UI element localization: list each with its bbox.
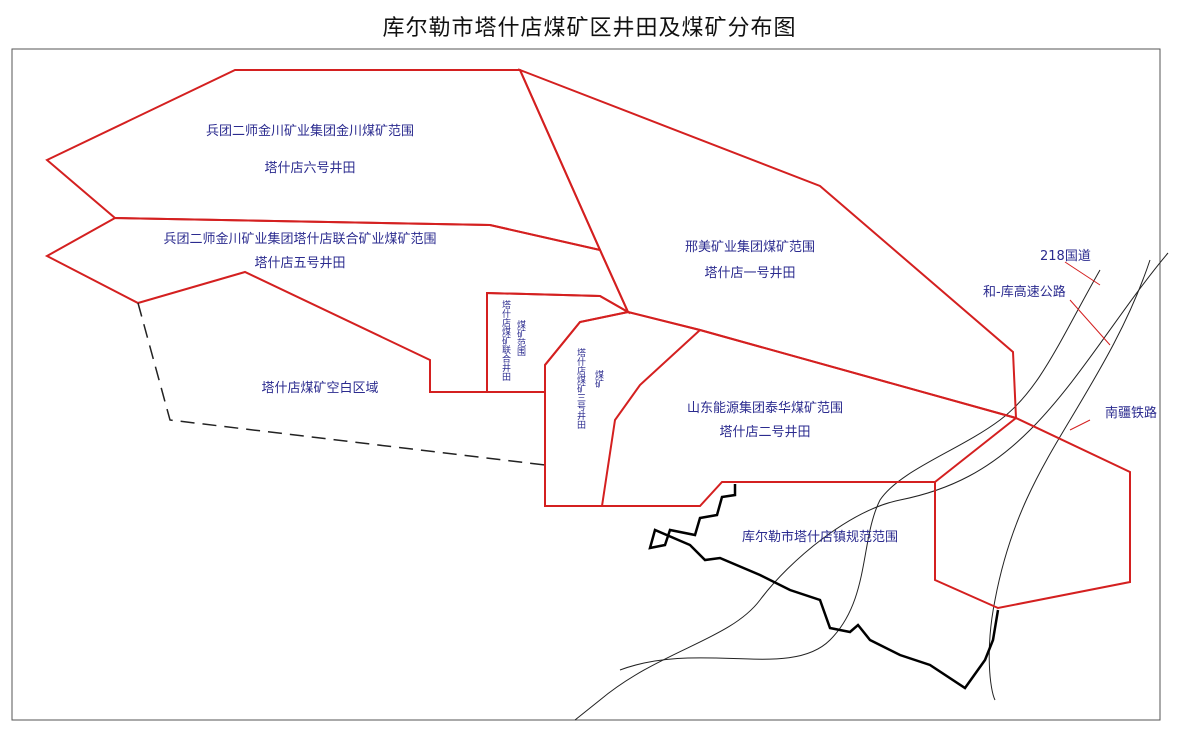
label-xingmei-owner: 邢美矿业集团煤矿范围 — [685, 239, 815, 255]
label-expressway: 和-库高速公路 — [983, 284, 1066, 300]
railway-line — [619, 269, 1101, 671]
label-small-zone-a: 塔什店煤矿联合井田 — [500, 299, 511, 382]
blank-area-boundary — [137, 302, 546, 466]
zone-mine2-boundary — [544, 310, 1131, 610]
label-small-zone-c: 塔什店煤矿三号井田 — [575, 347, 586, 430]
label-mine2: 塔什店二号井田 — [719, 425, 810, 440]
label-small-zone-d: 煤矿 — [593, 369, 604, 389]
label-railway: 南疆铁路 — [1105, 405, 1157, 421]
label-blank-area: 塔什店煤矿空白区域 — [261, 380, 378, 396]
road-218-line — [574, 252, 1169, 721]
label-lianhe-owner: 兵团二师金川矿业集团塔什店联合矿业煤矿范围 — [163, 231, 436, 247]
railway-leader — [1069, 419, 1091, 431]
map-title: 库尔勒市塔什店煤矿区井田及煤矿分布图 — [382, 16, 797, 41]
label-mine5: 塔什店五号井田 — [254, 256, 345, 271]
label-small-zone-b: 煤矿范围 — [515, 319, 526, 357]
mining-boundaries — [44, 68, 1131, 610]
zone-mine2-inner — [601, 329, 701, 507]
map-frame — [11, 48, 1161, 721]
road-218-leader — [1064, 261, 1101, 286]
label-mine6: 塔什店六号井田 — [264, 161, 355, 176]
label-shandong-owner: 山东能源集团泰华煤矿范围 — [687, 400, 843, 416]
label-mine1: 塔什店一号井田 — [704, 266, 795, 281]
expressway-line — [988, 259, 1151, 701]
zone-ext-boundary — [934, 417, 1017, 483]
expressway-leader — [1069, 299, 1111, 346]
label-jinchuan-owner: 兵团二师金川矿业集团金川煤矿范围 — [206, 123, 414, 139]
label-town-plan: 库尔勒市塔什店镇规范范围 — [742, 529, 898, 545]
zone-mine6-boundary — [45, 69, 602, 252]
town-boundary — [648, 484, 1000, 690]
label-road-218: 218国道 — [1040, 249, 1091, 264]
